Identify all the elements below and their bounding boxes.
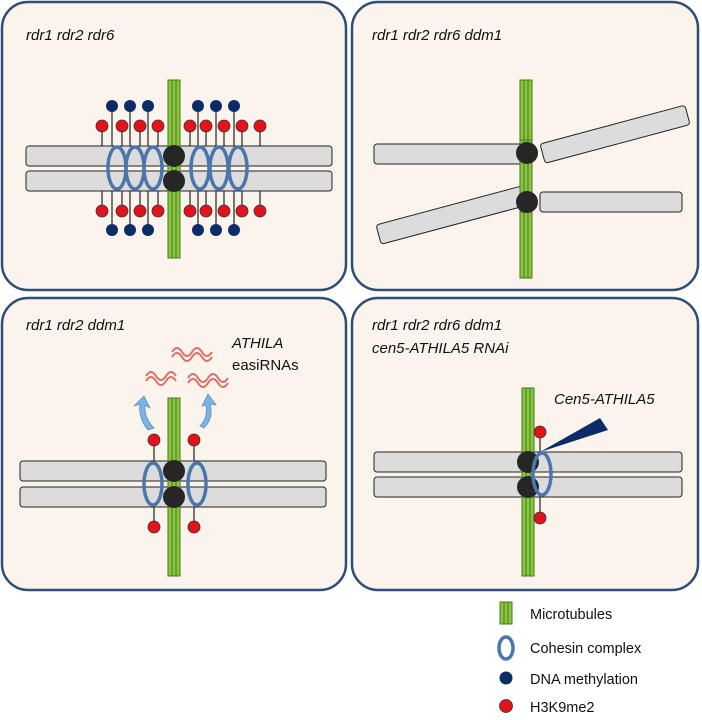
- chromatid-fragment: [373, 143, 523, 165]
- panel-3: rdr1 rdr2 ddm1 ATHILA easiRNAs: [0, 296, 348, 592]
- dna-methylation-dot-icon: [499, 671, 513, 685]
- lower-marks: [95, 191, 267, 236]
- marks: [533, 425, 547, 525]
- legend-item-cohesin: Cohesin complex: [497, 635, 642, 661]
- locus-pointer-icon: [540, 418, 608, 452]
- athila-label: ATHILA: [231, 335, 283, 352]
- easirna-squiggles: [145, 347, 229, 388]
- chromatid-fragment: [540, 105, 690, 164]
- cohesin-ring: [142, 461, 164, 507]
- marks: [147, 433, 201, 534]
- panel-4-title-line2: cen5-ATHILA5 RNAi: [372, 340, 509, 357]
- chromatid-fragment: [539, 191, 683, 213]
- legend-item-dna-methylation: DNA methylation: [499, 671, 638, 688]
- cohesin-rings: [106, 145, 249, 191]
- centromere: [163, 170, 185, 192]
- legend-label: Cohesin complex: [530, 641, 642, 657]
- panel-4: rdr1 rdr2 rdr6 ddm1 cen5-ATHILA5 RNAi Ce…: [350, 296, 700, 592]
- microtubule-icon: [499, 601, 513, 625]
- panel-1: rdr1 rdr2 rdr6: [0, 0, 348, 292]
- cohesin-ring: [531, 451, 553, 497]
- cohesin-ring-icon: [497, 635, 515, 661]
- easirnas-label: easiRNAs: [232, 357, 299, 374]
- legend-label: DNA methylation: [530, 672, 638, 688]
- panel-3-title: rdr1 rdr2 ddm1: [26, 317, 125, 334]
- panel-4-title-line1: rdr1 rdr2 rdr6 ddm1: [372, 317, 502, 334]
- centromere: [516, 142, 538, 164]
- right-arrow-icon: [199, 393, 217, 429]
- legend-label: Microtubules: [530, 607, 612, 623]
- left-arrow-icon: [133, 395, 155, 431]
- legend-item-microtubules: Microtubules: [499, 601, 612, 625]
- cen5-athila5-label: Cen5-ATHILA5: [554, 391, 655, 408]
- cohesin-ring: [186, 461, 208, 507]
- legend-item-h3k9me2: H3K9me2: [499, 699, 594, 716]
- centromere: [516, 191, 538, 213]
- upper-marks: [95, 100, 267, 146]
- panel-1-title: rdr1 rdr2 rdr6: [26, 27, 115, 44]
- panel-2: rdr1 rdr2 rdr6 ddm1: [350, 0, 700, 292]
- h3k9me2-dot-icon: [499, 699, 513, 713]
- panel-2-title: rdr1 rdr2 rdr6 ddm1: [372, 27, 502, 44]
- centromere: [163, 145, 185, 167]
- centromere: [163, 486, 185, 508]
- legend-label: H3K9me2: [530, 700, 594, 716]
- centromere: [163, 460, 185, 482]
- legend: Microtubules Cohesin complex DNA methyla…: [497, 601, 642, 716]
